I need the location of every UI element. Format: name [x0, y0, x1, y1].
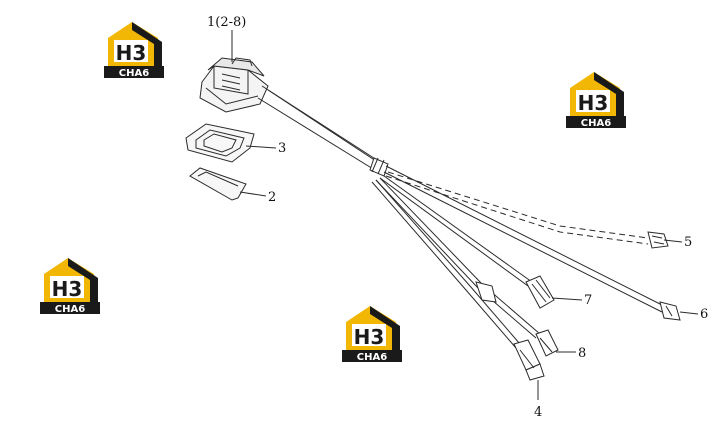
watermark-logo: H3 CHA6 — [342, 306, 402, 363]
watermark-logo: H3 CHA6 — [566, 72, 626, 129]
callout-5: 5 — [684, 235, 692, 250]
branch-wires — [371, 165, 665, 349]
callout-7: 7 — [584, 293, 592, 308]
clip-part — [189, 167, 247, 201]
main-connector — [199, 57, 269, 113]
callout-8: 8 — [578, 346, 586, 361]
logo-top-text: H3 — [354, 325, 385, 349]
logo-bottom-text: CHA6 — [55, 304, 85, 315]
logo-top-text: H3 — [578, 91, 609, 115]
logo-bottom-text: CHA6 — [581, 118, 611, 129]
watermark-logo: H3 CHA6 — [104, 22, 164, 79]
logo-bottom-text: CHA6 — [357, 352, 387, 363]
leader-lines — [231, 30, 699, 400]
callout-2: 2 — [268, 190, 276, 205]
branch-clip — [475, 281, 497, 303]
trunk-cable — [257, 85, 389, 177]
callout-3: 3 — [278, 141, 286, 156]
seal-part — [185, 123, 255, 163]
connector-5 — [647, 231, 669, 249]
callout-1: 1(2-8) — [207, 15, 246, 30]
connector-4 — [513, 339, 545, 381]
logo-top-text: H3 — [52, 277, 83, 301]
logo-top-text: H3 — [116, 41, 147, 65]
callout-4: 4 — [534, 405, 542, 420]
callout-6: 6 — [700, 307, 708, 322]
logo-bottom-text: CHA6 — [119, 68, 149, 79]
watermark-logo: H3 CHA6 — [40, 258, 100, 315]
connector-6 — [659, 301, 681, 321]
connector-8 — [535, 329, 559, 357]
connector-7 — [525, 275, 555, 309]
